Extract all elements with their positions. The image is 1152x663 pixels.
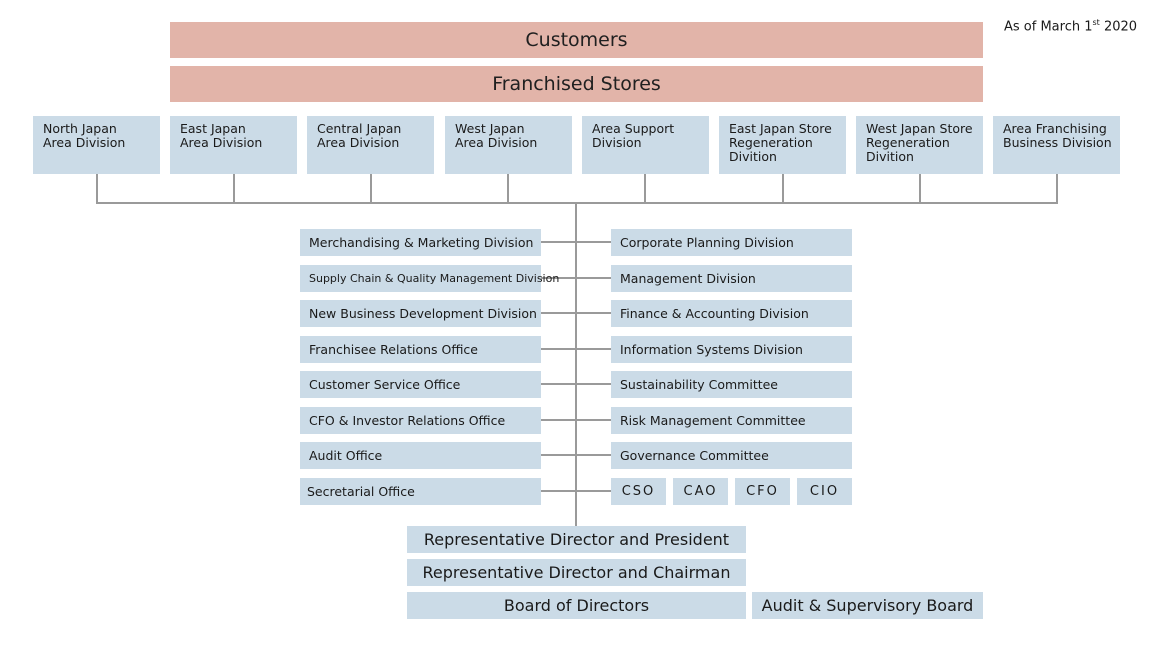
central-trunk-line <box>575 202 577 526</box>
branch-line <box>540 277 612 279</box>
branch-line <box>540 419 612 421</box>
cfo-box: CFO <box>735 478 790 505</box>
connector-line <box>233 174 235 204</box>
branch-line <box>540 348 612 350</box>
new-business-development-division: New Business Development Division <box>300 300 541 327</box>
connector-line <box>370 174 372 204</box>
connector-line <box>507 174 509 204</box>
branch-line <box>540 490 612 492</box>
corporate-planning-division: Corporate Planning Division <box>611 229 852 256</box>
representative-director-chairman: Representative Director and Chairman <box>407 559 746 586</box>
branch-line <box>540 383 612 385</box>
finance-accounting-division: Finance & Accounting Division <box>611 300 852 327</box>
connector-line <box>782 174 784 204</box>
cio-box: CIO <box>797 478 852 505</box>
information-systems-division: Information Systems Division <box>611 336 852 363</box>
connector-line <box>96 174 98 204</box>
connector-line <box>644 174 646 204</box>
customers-band: Customers <box>170 22 983 58</box>
connector-bus <box>96 202 1058 204</box>
secretarial-office: Secretarial Office <box>300 478 541 505</box>
branch-line <box>540 312 612 314</box>
franchised-stores-band: Franchised Stores <box>170 66 983 102</box>
cfo-investor-relations-office: CFO & Investor Relations Office <box>300 407 541 434</box>
branch-line <box>540 454 612 456</box>
representative-director-president: Representative Director and President <box>407 526 746 553</box>
risk-management-committee: Risk Management Committee <box>611 407 852 434</box>
franchisee-relations-office: Franchisee Relations Office <box>300 336 541 363</box>
supply-chain-quality-management-division: Supply Chain & Quality Management Divisi… <box>300 265 559 292</box>
customer-service-office: Customer Service Office <box>300 371 541 398</box>
branch-line <box>540 241 612 243</box>
board-of-directors: Board of Directors <box>407 592 746 619</box>
cao-box: CAO <box>673 478 728 505</box>
audit-office: Audit Office <box>300 442 541 469</box>
management-division: Management Division <box>611 265 852 292</box>
cso-box: CSO <box>611 478 666 505</box>
connector-line <box>919 174 921 204</box>
audit-supervisory-board: Audit & Supervisory Board <box>752 592 983 619</box>
as-of-date: As of March 1st 2020 <box>1004 18 1138 35</box>
governance-committee: Governance Committee <box>611 442 852 469</box>
merchandising-marketing-division: Merchandising & Marketing Division <box>300 229 541 256</box>
sustainability-committee: Sustainability Committee <box>611 371 852 398</box>
connector-line <box>1056 174 1058 204</box>
